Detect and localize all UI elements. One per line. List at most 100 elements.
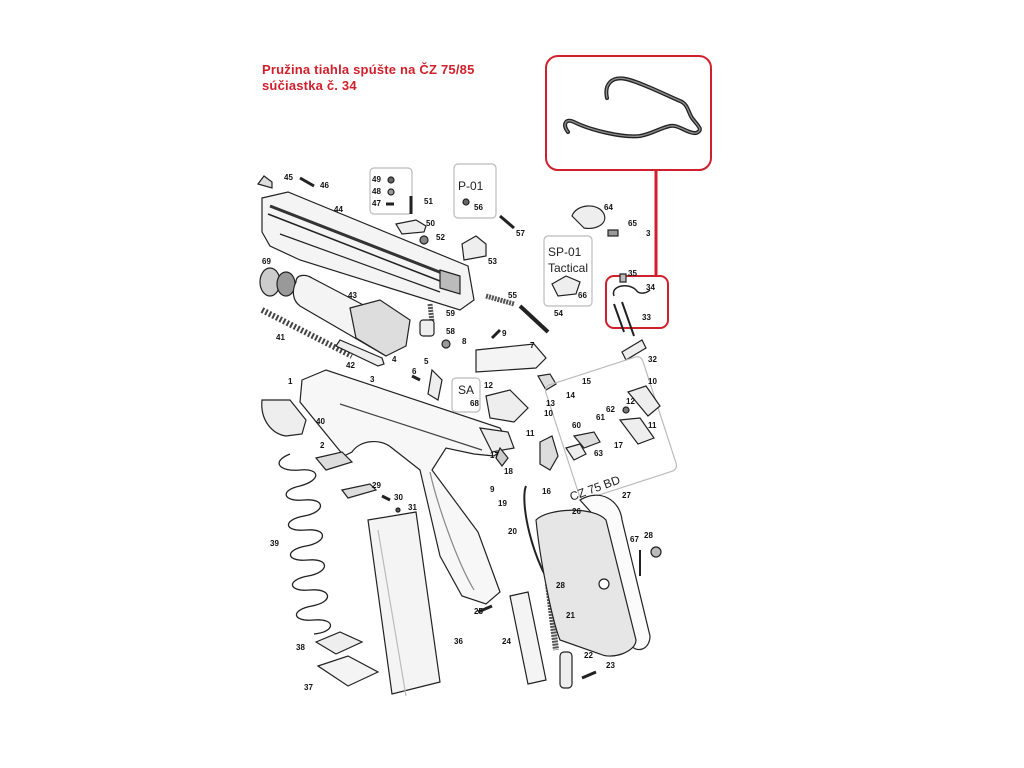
part-69-drawing — [259, 267, 296, 297]
part-16-drawing — [539, 435, 559, 471]
part-label-37: 37 — [304, 683, 313, 692]
part-59-drawing — [427, 303, 435, 323]
part-label-19: 19 — [498, 499, 507, 508]
part-label-64: 64 — [604, 203, 613, 212]
part-label-68: 68 — [470, 399, 479, 408]
group-label-p01: P-01 — [458, 179, 484, 193]
part-label-55: 55 — [508, 291, 517, 300]
part-label-3: 3 — [370, 375, 375, 384]
part-label-12: 12 — [484, 381, 493, 390]
group-frame-p01 — [453, 163, 497, 219]
title-line-1: Pružina tiahla spúšte na ČZ 75/85 — [262, 62, 475, 77]
part-label-30: 30 — [394, 493, 403, 502]
part-number-labels: 1 2 3 4 5 6 7 8 9 10 11 12 13 14 15 16 1… — [262, 173, 657, 692]
part-label-29: 29 — [372, 481, 381, 490]
part-41-drawing — [260, 307, 354, 359]
part-66-drawing — [551, 275, 581, 297]
part-39-drawing — [278, 453, 332, 635]
part-35-drawing — [619, 273, 627, 283]
part-label-8: 8 — [462, 337, 467, 346]
part-label-9b: 9 — [490, 485, 495, 494]
grip-panels — [535, 494, 662, 657]
part-26-drawing — [535, 509, 637, 657]
part-label-42: 42 — [346, 361, 355, 370]
part-label-26: 26 — [572, 507, 581, 516]
group-label-sa: SA — [458, 383, 474, 397]
part-label-36: 36 — [454, 637, 463, 646]
part-36-drawing — [367, 511, 441, 695]
part-14-drawing — [537, 373, 557, 391]
part-54-drawing — [518, 304, 550, 334]
part-label-22: 22 — [584, 651, 593, 660]
part-label-69: 69 — [262, 257, 271, 266]
part-label-27: 27 — [622, 491, 631, 500]
part-33-drawing — [613, 301, 635, 337]
part-label-1: 1 — [288, 377, 293, 386]
part-label-58: 58 — [446, 327, 455, 336]
part-label-47: 47 — [372, 199, 381, 208]
part-label-28a: 28 — [644, 531, 653, 540]
part-38-drawing — [314, 631, 364, 655]
part-40-drawing — [261, 399, 307, 437]
part-label-32: 32 — [648, 355, 657, 364]
part-21-drawing — [545, 583, 559, 651]
part-label-34: 34 — [646, 283, 655, 292]
part-label-11: 11 — [526, 429, 535, 438]
part-label-43: 43 — [348, 291, 357, 300]
part-53-drawing — [461, 235, 487, 261]
part-22-drawing — [559, 651, 573, 689]
part-52-drawing — [419, 235, 429, 245]
part-label-6: 6 — [412, 367, 417, 376]
part-label-59: 59 — [446, 309, 455, 318]
part-label-4: 4 — [392, 355, 397, 364]
part-10b-drawing — [626, 385, 661, 417]
highlight-callout — [545, 55, 712, 171]
part-65-drawing — [607, 229, 619, 237]
part-label-49: 49 — [372, 175, 381, 184]
part-label-56: 56 — [474, 203, 483, 212]
small-parts-group — [369, 163, 550, 349]
part-label-40: 40 — [316, 417, 325, 426]
part-label-54: 54 — [554, 309, 563, 318]
part-label-17b: 17 — [614, 441, 623, 450]
part-11-drawing — [478, 427, 515, 453]
part-label-16: 16 — [542, 487, 551, 496]
part-label-15: 15 — [582, 377, 591, 386]
part-label-33: 33 — [642, 313, 651, 322]
part-label-11b: 11 — [648, 421, 657, 430]
part-46-drawing — [299, 176, 315, 188]
part-24-drawing — [509, 591, 547, 685]
part-37-drawing — [316, 655, 380, 687]
page-title: Pružina tiahla spúšte na ČZ 75/85 súčias… — [262, 62, 475, 94]
part-label-18: 18 — [504, 467, 513, 476]
part-6-drawing — [411, 374, 421, 382]
part-label-9: 9 — [502, 329, 507, 338]
part-17-drawing — [495, 446, 509, 467]
part-label-13: 13 — [546, 399, 555, 408]
part-label-5: 5 — [424, 357, 429, 366]
part-label-51: 51 — [424, 197, 433, 206]
part-63-drawing — [565, 443, 587, 461]
spring-enlarged-image — [563, 76, 702, 139]
part-label-2: 2 — [320, 441, 325, 450]
part-29-drawing — [340, 483, 378, 499]
part-34-box — [605, 275, 669, 329]
part-label-12b: 12 — [626, 397, 635, 406]
part-43-drawing — [292, 274, 411, 357]
title-line-2: súčiastka č. 34 — [262, 78, 357, 93]
part-label-46: 46 — [320, 181, 329, 190]
group-label-tactical: Tactical — [548, 261, 588, 275]
part-64-drawing — [571, 205, 606, 229]
part-label-35: 35 — [628, 269, 637, 278]
part-label-53: 53 — [488, 257, 497, 266]
part-11b-drawing — [618, 417, 655, 445]
part-label-31: 31 — [408, 503, 417, 512]
part-label-10: 10 — [544, 409, 553, 418]
part-label-62: 62 — [606, 405, 615, 414]
callout-box — [545, 55, 712, 171]
group-frame-sa — [451, 377, 481, 413]
part-57-drawing — [499, 214, 515, 230]
highlight-leader — [605, 170, 669, 329]
part-label-38: 38 — [296, 643, 305, 652]
part-1-drawing — [299, 369, 511, 605]
